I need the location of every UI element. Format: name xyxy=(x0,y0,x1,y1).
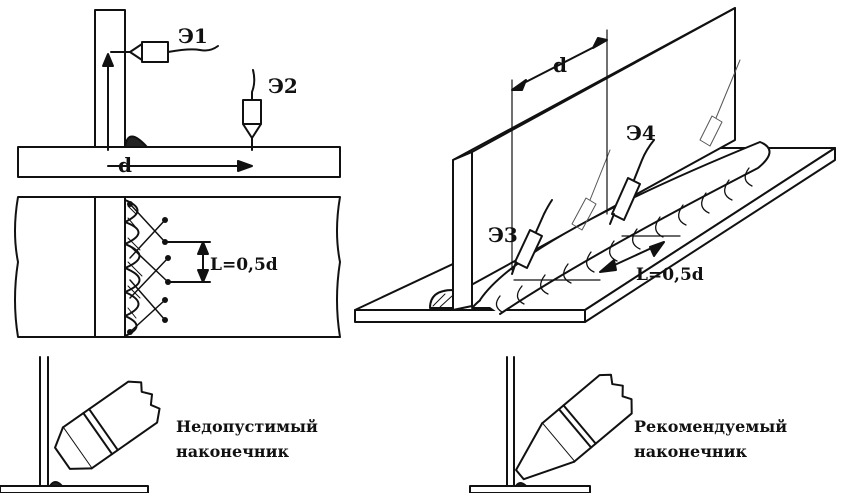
perspective-view-panel: d L=0,5d Э3 Э4 xyxy=(354,7,836,323)
side-view-panel: Э1 Э2 d xyxy=(17,9,341,178)
label-e3: Э3 xyxy=(488,223,518,247)
label-l-left: L=0,5d xyxy=(210,255,278,275)
fillet-weld xyxy=(124,135,148,148)
plan-view-panel: L=0,5d xyxy=(14,196,341,338)
good-nozzle-panel: Рекомендуемый наконечник xyxy=(469,356,787,494)
caption-good-line2: наконечник xyxy=(634,442,747,461)
electrode-e4 xyxy=(609,139,655,225)
bad-nozzle-panel: Недопустимый наконечник xyxy=(0,356,318,494)
label-d-left: d xyxy=(118,153,132,177)
electrode-e2 xyxy=(242,69,262,151)
label-e4: Э4 xyxy=(626,121,656,145)
plan-weld-bead xyxy=(124,199,141,337)
caption-bad-line1: Недопустимый xyxy=(176,417,318,436)
label-l-right: L=0,5d xyxy=(636,265,704,285)
plan-zigzag-paths xyxy=(129,203,169,333)
electrode-e1 xyxy=(110,41,219,63)
good-nozzle-body xyxy=(515,373,633,481)
caption-bad-line2: наконечник xyxy=(176,442,289,461)
persp-weld-rings xyxy=(495,167,753,313)
d-dimension-arrow xyxy=(237,160,253,172)
base-plate xyxy=(17,146,341,178)
caption-good-line1: Рекомендуемый xyxy=(634,417,787,436)
vertical-plate xyxy=(94,9,126,148)
bad-nozzle-body xyxy=(54,380,161,470)
label-d-right: d xyxy=(553,53,567,77)
electrode-e3 xyxy=(511,199,553,275)
persp-weld-bead xyxy=(479,141,771,315)
height-arrow-head xyxy=(102,53,114,67)
plan-plate xyxy=(14,196,341,338)
label-e1: Э1 xyxy=(178,24,208,48)
label-e2: Э2 xyxy=(268,74,298,98)
plan-endpoint-dots xyxy=(127,201,171,335)
plan-weld-hatch xyxy=(127,205,143,319)
